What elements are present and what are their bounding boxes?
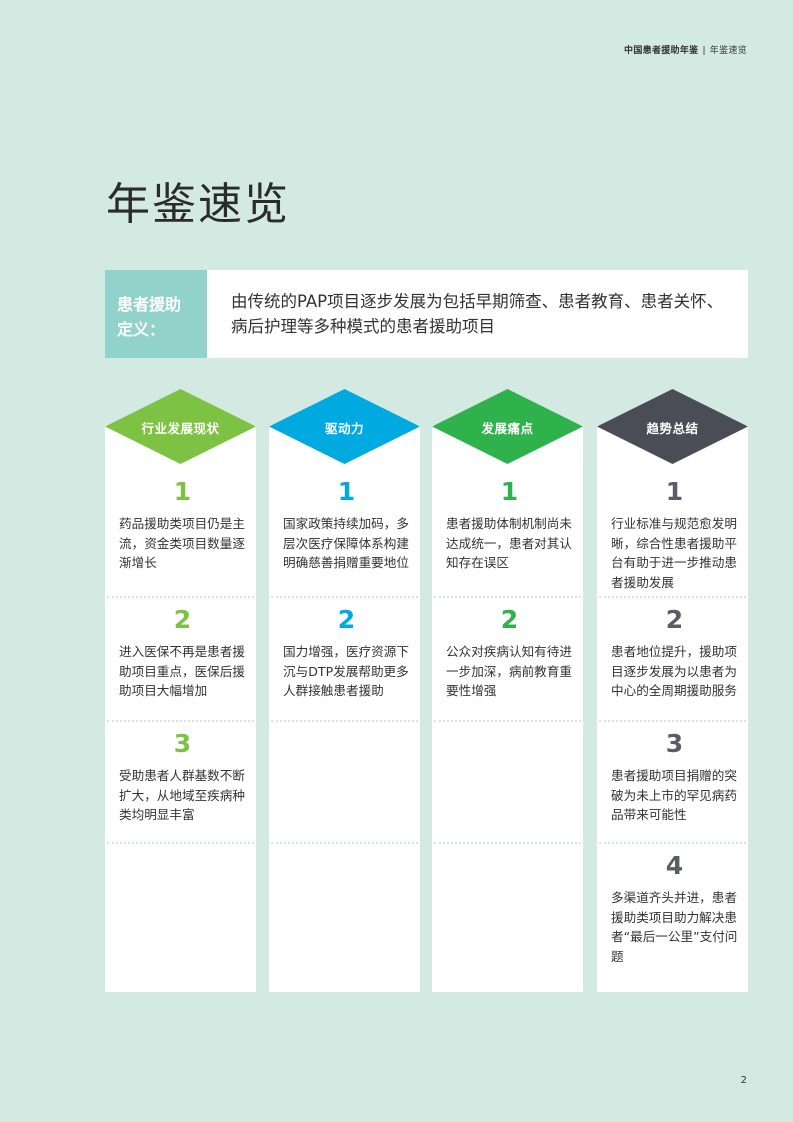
column-card	[105, 425, 256, 992]
item-text: 国家政策持续加码，多层次医疗保障体系构建明确慈善捐赠重要地位	[283, 516, 409, 570]
column-card	[597, 425, 748, 992]
column-card	[432, 425, 583, 992]
diamond-shape-icon	[432, 389, 583, 464]
page-number: 2	[740, 1075, 747, 1086]
item-number: 3	[665, 729, 684, 758]
item-text: 公众对疾病认知有待进一步加深，病前教育重要性增强	[446, 644, 572, 698]
column-title: 趋势总结	[646, 421, 699, 436]
item-text: 患者援助项目捐赠的突破为未上市的罕见病药品带来可能性	[611, 768, 737, 822]
item-text: 患者地位提升，援助项目逐步发展为以患者为中心的全周期援助服务	[611, 644, 737, 698]
item-number: 1	[337, 477, 356, 506]
item-number: 1	[665, 477, 684, 506]
definition-label-line2: 定义：	[117, 320, 166, 339]
definition-label: 患者援助 定义：	[105, 270, 207, 358]
item-text: 国力增强，医疗资源下沉与DTP发展帮助更多人群接触患者援助	[283, 644, 409, 698]
column-title: 驱动力	[324, 421, 364, 436]
item-number: 1	[173, 477, 192, 506]
list-item: 3 患者援助项目捐赠的突破为未上市的罕见病药品带来可能性	[597, 720, 748, 825]
list-item: 2 患者地位提升，援助项目逐步发展为以患者为中心的全周期援助服务	[597, 596, 748, 701]
list-item: 2 进入医保不再是患者援助项目重点，医保后援助项目大幅增加	[105, 596, 256, 701]
column-card	[269, 425, 420, 992]
item-text: 受助患者人群基数不断扩大，从地域至疾病种类均明显丰富	[119, 768, 245, 822]
running-header: 中国患者援助年鉴|年鉴速览	[624, 43, 747, 56]
list-item: 2 国力增强，医疗资源下沉与DTP发展帮助更多人群接触患者援助	[269, 596, 420, 701]
list-item: 1 行业标准与规范愈发明晰，综合性患者援助平台有助于进一步推动患者援助发展	[597, 478, 748, 592]
item-number: 3	[173, 729, 192, 758]
item-number: 2	[173, 605, 192, 634]
item-text: 药品援助类项目仍是主流，资金类项目数量逐渐增长	[119, 516, 245, 570]
list-item: 2 公众对疾病认知有待进一步加深，病前教育重要性增强	[432, 596, 583, 701]
item-number: 1	[500, 477, 519, 506]
definition-box: 患者援助 定义： 由传统的PAP项目逐步发展为包括早期筛查、患者教育、患者关怀、…	[105, 270, 748, 358]
item-text: 患者援助体制机制尚未达成统一，患者对其认知存在误区	[446, 516, 572, 570]
column-industry-status: 行业发展现状 1 药品援助类项目仍是主流，资金类项目数量逐渐增长 2 进入医保不…	[105, 389, 256, 992]
column-header-diamond: 发展痛点	[432, 389, 583, 464]
item-number: 2	[500, 605, 519, 634]
list-item: 1 患者援助体制机制尚未达成统一，患者对其认知存在误区	[432, 478, 583, 573]
item-text: 行业标准与规范愈发明晰，综合性患者援助平台有助于进一步推动患者援助发展	[611, 516, 737, 590]
list-item: 3 受助患者人群基数不断扩大，从地域至疾病种类均明显丰富	[105, 720, 256, 825]
column-drivers: 驱动力 1 国家政策持续加码，多层次医疗保障体系构建明确慈善捐赠重要地位 2 国…	[269, 389, 420, 992]
publication-name: 中国患者援助年鉴	[624, 46, 699, 56]
item-text: 多渠道齐头并进，患者援助类项目助力解决患者“最后一公里”支付问题	[611, 890, 738, 964]
page-title: 年鉴速览	[106, 179, 290, 230]
column-header-diamond: 趋势总结	[597, 389, 748, 464]
section-name: 年鉴速览	[709, 46, 747, 56]
item-text: 进入医保不再是患者援助项目重点，医保后援助项目大幅增加	[119, 644, 245, 698]
column-trend-summary: 趋势总结 1 行业标准与规范愈发明晰，综合性患者援助平台有助于进一步推动患者援助…	[597, 389, 748, 992]
column-header-diamond: 驱动力	[269, 389, 420, 464]
diamond-shape-icon	[597, 389, 748, 464]
definition-label-line1: 患者援助	[117, 295, 182, 314]
item-number: 4	[665, 851, 684, 880]
list-item: 4 多渠道齐头并进，患者援助类项目助力解决患者“最后一公里”支付问题	[597, 842, 748, 966]
list-item: 1 药品援助类项目仍是主流，资金类项目数量逐渐增长	[105, 478, 256, 573]
definition-text: 由传统的PAP项目逐步发展为包括早期筛查、患者教育、患者关怀、病后护理等多种模式…	[231, 292, 724, 336]
column-header-diamond: 行业发展现状	[105, 389, 256, 464]
item-number: 2	[337, 605, 356, 634]
item-number: 2	[665, 605, 684, 634]
diamond-shape-icon	[269, 389, 420, 464]
diamond-shape-icon	[105, 389, 256, 464]
column-title: 行业发展现状	[141, 421, 220, 436]
list-item: 1 国家政策持续加码，多层次医疗保障体系构建明确慈善捐赠重要地位	[269, 478, 420, 573]
column-pain-points: 发展痛点 1 患者援助体制机制尚未达成统一，患者对其认知存在误区 2 公众对疾病…	[432, 389, 583, 992]
column-title: 发展痛点	[481, 421, 534, 436]
header-separator: |	[702, 46, 706, 56]
